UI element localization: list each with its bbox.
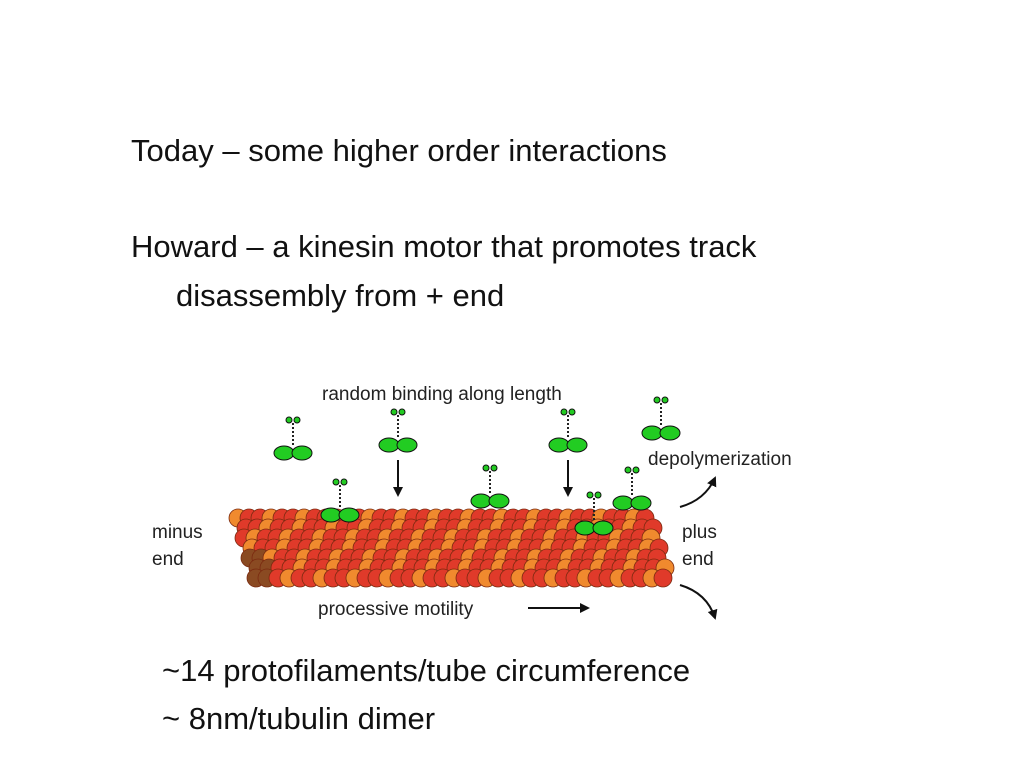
depoly-arrow-down — [679, 584, 718, 620]
kinesin-tail — [293, 416, 301, 424]
kinesin-motor — [641, 396, 681, 441]
kinesin-tail — [285, 416, 293, 424]
kinesin-tail — [398, 408, 406, 416]
kinesin-tail — [390, 408, 398, 416]
heading-today: Today – some higher order interactions — [131, 133, 667, 168]
kinesin-motor — [378, 408, 418, 453]
depoly-arrow-up — [679, 476, 717, 508]
kinesin-motor — [574, 491, 614, 536]
kinesin-motor — [320, 478, 360, 523]
heading-howard: Howard – a kinesin motor that promotes t… — [131, 229, 757, 264]
note-dimer-length: ~ 8nm/tubulin dimer — [162, 701, 436, 736]
label-minus-end-2: end — [152, 549, 184, 570]
kinesin-head — [659, 425, 681, 441]
kinesin-head — [291, 445, 313, 461]
kinesin-head — [338, 507, 360, 523]
kinesin-microtubule-diagram: random binding along length depolymeriza… — [152, 384, 792, 620]
label-processive-motility: processive motility — [318, 599, 474, 620]
kinesin-tail — [661, 396, 669, 404]
kinesin-motor — [470, 464, 510, 509]
kinesin-head — [612, 495, 634, 511]
kinesin-head — [396, 437, 418, 453]
heading-howard-continued: disassembly from + end — [176, 278, 505, 313]
kinesin-head — [641, 425, 663, 441]
kinesin-tail — [568, 408, 576, 416]
kinesin-head — [548, 437, 570, 453]
kinesin-head — [566, 437, 588, 453]
kinesin-head — [470, 493, 492, 509]
label-plus-end-2: end — [682, 549, 714, 570]
kinesin-head — [273, 445, 295, 461]
label-random-binding: random binding along length — [322, 384, 562, 405]
label-minus-end-1: minus — [152, 522, 203, 543]
kinesin-head — [320, 507, 342, 523]
kinesin-tail — [586, 491, 594, 499]
kinesin-tail — [332, 478, 340, 486]
kinesin-tail — [340, 478, 348, 486]
kinesin-head — [488, 493, 510, 509]
kinesin-head — [574, 520, 596, 536]
kinesin-motor — [548, 408, 588, 453]
kinesin-tail — [653, 396, 661, 404]
note-protofilaments: ~14 protofilaments/tube circumference — [162, 653, 691, 688]
kinesin-head — [592, 520, 614, 536]
kinesin-tail — [490, 464, 498, 472]
kinesin-head — [378, 437, 400, 453]
kinesin-tail — [594, 491, 602, 499]
kinesin-tail — [624, 466, 632, 474]
kinesin-motor — [612, 466, 652, 511]
microtubule-lattice — [228, 508, 675, 588]
kinesin-tail — [482, 464, 490, 472]
kinesin-tail — [632, 466, 640, 474]
label-depolymerization: depolymerization — [648, 449, 792, 470]
tubulin-subunit — [653, 568, 673, 588]
label-plus-end-1: plus — [682, 522, 717, 543]
kinesin-tail — [560, 408, 568, 416]
kinesin-motor — [273, 416, 313, 461]
kinesin-head — [630, 495, 652, 511]
kinesin-motors — [273, 396, 681, 536]
